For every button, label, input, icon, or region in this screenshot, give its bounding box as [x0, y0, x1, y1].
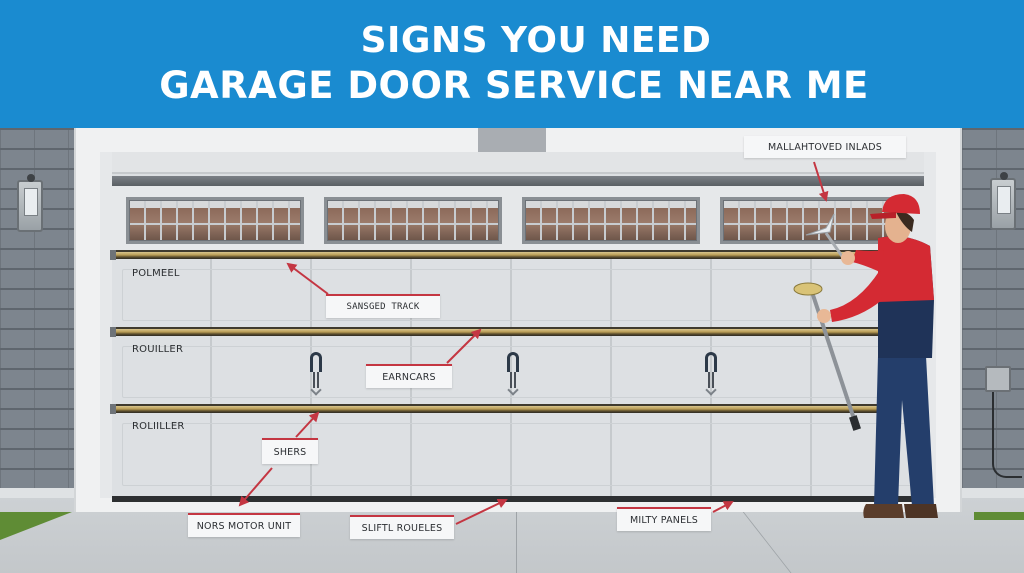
wall-lamp-icon-left — [17, 174, 43, 232]
panel-label-3: ROLIILLER — [132, 421, 185, 432]
track-rail-2 — [112, 327, 882, 336]
panel-label-2: ROUILLER — [132, 344, 184, 355]
door-window — [126, 197, 304, 244]
title-banner: SIGNS YOU NEED GARAGE DOOR SERVICE NEAR … — [0, 0, 1024, 128]
bottom-seal — [112, 496, 924, 502]
rail-cap — [110, 250, 116, 260]
top-rail — [112, 176, 924, 186]
callout-sliftl-roueles: SLIFTL ROUELES — [350, 515, 454, 539]
door-panel-row-2 — [112, 336, 924, 408]
track-rail-1 — [112, 250, 882, 259]
callout-nors-motor-unit: NORS MOTOR UNIT — [188, 513, 300, 537]
door-header-trim — [100, 152, 936, 174]
wall-lamp-icon-right — [990, 172, 1016, 230]
driveway-joint — [516, 502, 517, 573]
door-panel-row-1 — [112, 259, 924, 331]
door-handle-icon[interactable] — [310, 352, 322, 396]
rail-cap — [110, 404, 116, 414]
track-rail-3 — [112, 404, 882, 413]
outdoor-outlet-icon — [985, 366, 1011, 392]
power-cable — [992, 392, 1022, 478]
callout-shers: SHERS — [262, 438, 318, 464]
door-panel-row-3 — [112, 413, 924, 496]
grass-right — [974, 512, 1024, 520]
door-window — [720, 197, 898, 244]
callout-mallahtoved-inlads: MALLAHTOVED INLADS — [744, 136, 906, 158]
door-jamb-right — [924, 152, 936, 498]
banner-title-line-2: GARAGE DOOR SERVICE NEAR ME — [159, 64, 869, 107]
rail-cap — [110, 327, 116, 337]
door-handle-icon[interactable] — [507, 352, 519, 396]
door-window — [522, 197, 700, 244]
banner-title-line-1: SIGNS YOU NEED — [360, 20, 712, 61]
callout-sansged-track: SANSGED TRACK — [326, 294, 440, 318]
top-bracket — [478, 128, 546, 154]
door-window — [324, 197, 502, 244]
door-jamb-left — [100, 152, 112, 498]
callout-milty-panels: MILTY PANELS — [617, 507, 711, 531]
door-handle-icon[interactable] — [705, 352, 717, 396]
panel-label-1: POLMEEL — [132, 268, 180, 279]
callout-earncars: EARNCARS — [366, 364, 452, 388]
